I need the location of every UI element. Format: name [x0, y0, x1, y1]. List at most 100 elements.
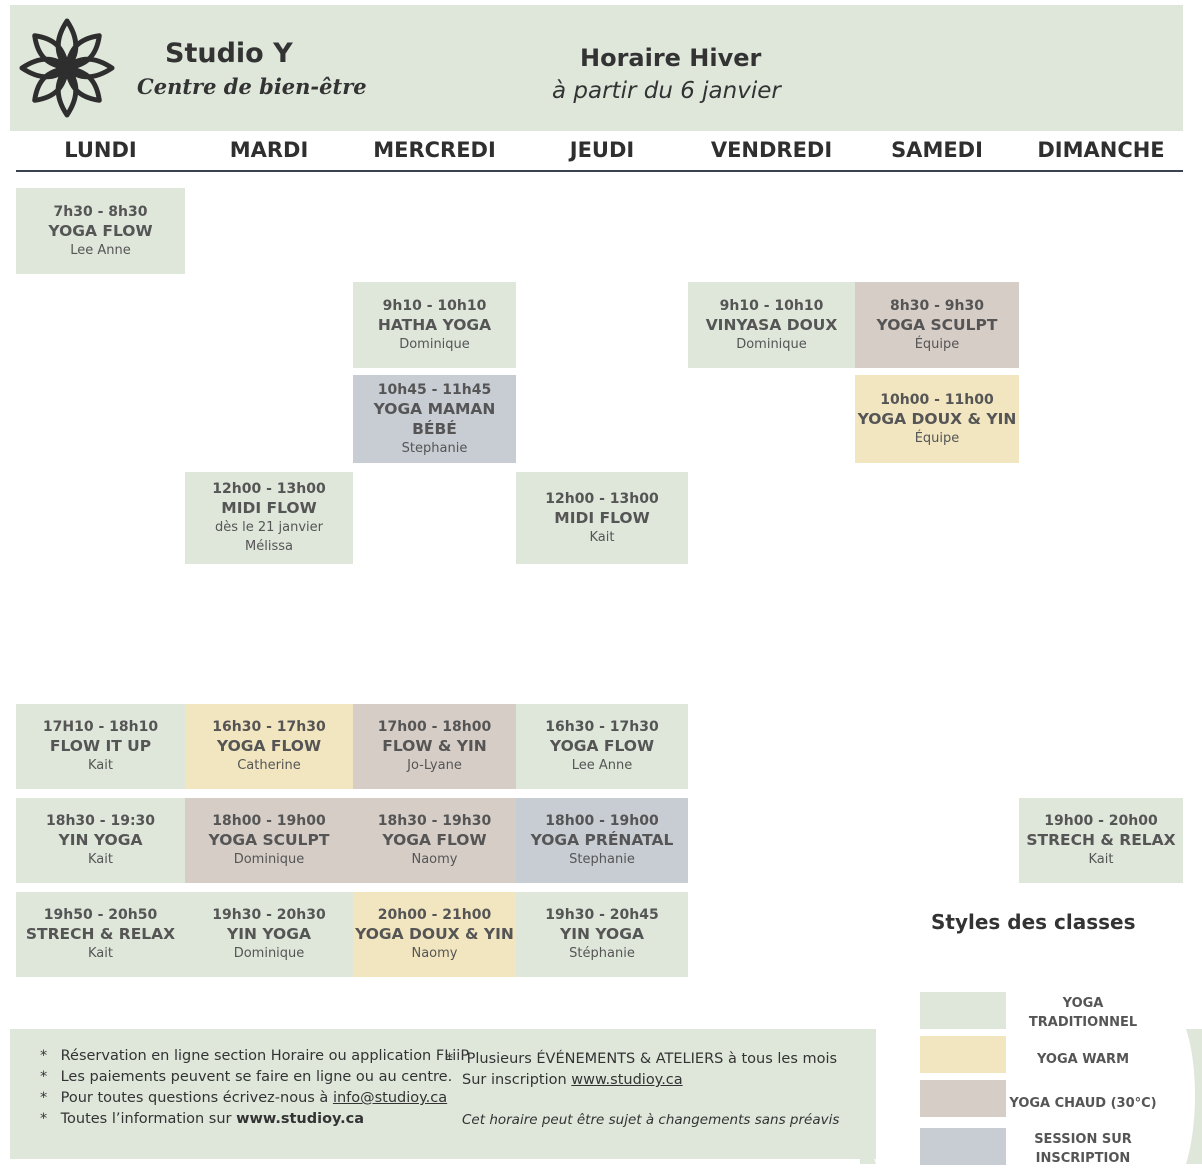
website-link[interactable]: www.studioy.ca [571, 1072, 683, 1088]
footer-band [10, 1029, 876, 1159]
class-info: Kait [88, 946, 113, 961]
day-dimanche: DIMANCHE [1037, 138, 1165, 162]
class-name: YOGA FLOW [216, 737, 322, 755]
legend-swatch [920, 992, 1006, 1029]
class-name: YOGA FLOW [382, 831, 487, 849]
class-time: 7h30 - 8h30 [53, 203, 148, 220]
class-time: 16h30 - 17h30 [545, 719, 659, 735]
website-bold: www.studioy.ca [236, 1111, 365, 1127]
class-info: Stephanie [569, 852, 635, 867]
class-info: Jo-Lyane [407, 758, 462, 773]
class-info: Dominique [399, 336, 470, 352]
class-info: dès le 21 janvier [214, 520, 324, 535]
class-name: MIDI FLOW [554, 508, 650, 527]
weekday-header: LUNDI MARDI MERCREDI JEUDI VENDREDI SAME… [16, 138, 1183, 172]
class-name: STRECH & RELAX [1026, 831, 1176, 849]
class-name: YOGA SCULPT [876, 315, 998, 334]
class-info: Naomy [411, 946, 458, 961]
footer-note-3: * Pour toutes questions écrivez-nous à i… [40, 1090, 448, 1106]
class-time: 17H10 - 18h10 [42, 719, 159, 735]
class-time: 17h00 - 18h00 [377, 719, 492, 735]
events-note: * Plusieurs ÉVÉNEMENTS & ATELIERS à tous… [446, 1051, 838, 1067]
class-name: YOGA PRÉNATAL [530, 831, 674, 849]
day-samedi: SAMEDI [891, 138, 983, 162]
class-time: 20h00 - 21h00 [377, 907, 492, 923]
class-time: 12h00 - 13h00 [212, 481, 326, 497]
footer-note-1: * Réservation en ligne section Horaire o… [40, 1048, 470, 1064]
class-info: Équipe [914, 336, 960, 352]
class-name: FLOW & YIN [382, 737, 487, 755]
day-mercredi: MERCREDI [373, 138, 496, 162]
class-name: FLOW IT UP [49, 737, 152, 755]
class-time: 18h30 - 19:30 [45, 813, 156, 829]
class-info: Dominique [233, 852, 305, 867]
day-lundi: LUNDI [64, 138, 137, 162]
class-name: YIN YOGA [227, 925, 311, 943]
day-vendredi: VENDREDI [710, 138, 833, 162]
class-info: Lee Anne [571, 758, 633, 773]
studio-tagline: Centre de bien-être [137, 74, 367, 99]
class-time: 10h45 - 11h45 [377, 381, 492, 398]
class-info: Stephanie [401, 440, 468, 456]
class-info: Lee Anne [70, 242, 131, 258]
class-info: Dominique [736, 336, 807, 352]
class-time: 18h00 - 19h00 [545, 813, 659, 829]
day-jeudi: JEUDI [569, 138, 635, 162]
legend-title: Styles des classes [931, 910, 1136, 934]
class-info: Kait [1088, 852, 1114, 867]
class-name: HATHA YOGA [377, 315, 492, 334]
class-info: Mélissa [245, 539, 293, 554]
class-time: 10h00 - 11h00 [880, 391, 994, 408]
class-name: YOGA SCULPT [208, 831, 330, 849]
header-band [10, 5, 1183, 131]
class-name: YOGA FLOW [549, 737, 655, 755]
class-name: MIDI FLOW [221, 499, 317, 517]
class-info: Équipe [914, 430, 960, 446]
legend-swatch [920, 1080, 1006, 1117]
legend-label: YOGA WARM [1036, 1052, 1130, 1067]
schedule-subtitle: à partir du 6 janvier [552, 78, 781, 104]
footer-band-curve [860, 1029, 1202, 1164]
class-name: STRECH & RELAX [25, 925, 176, 943]
class-time: 19h30 - 20h45 [545, 907, 659, 923]
class-time: 16h30 - 17h30 [212, 719, 326, 735]
class-time: 9h10 - 10h10 [382, 297, 487, 314]
class-name: YOGA DOUX & YIN [355, 925, 514, 943]
class-time: 8h30 - 9h30 [890, 297, 984, 314]
legend-swatch [920, 1036, 1006, 1073]
class-time: 12h00 - 13h00 [545, 490, 659, 507]
class-time: 19h50 - 20h50 [43, 907, 158, 923]
legend-swatch [920, 1128, 1006, 1165]
studio-name: Studio Y [165, 38, 293, 69]
class-name: YOGA DOUX & YIN [857, 409, 1017, 428]
class-info: Dominique [233, 946, 305, 961]
class-time: 9h10 - 10h10 [719, 297, 824, 314]
email-link[interactable]: info@studioy.ca [332, 1090, 448, 1106]
class-time: 19h30 - 20h30 [212, 907, 326, 923]
class-name: VINYASA DOUX [705, 315, 838, 334]
schedule-title: Horaire Hiver [580, 44, 762, 72]
class-time: 18h30 - 19h30 [377, 813, 492, 829]
